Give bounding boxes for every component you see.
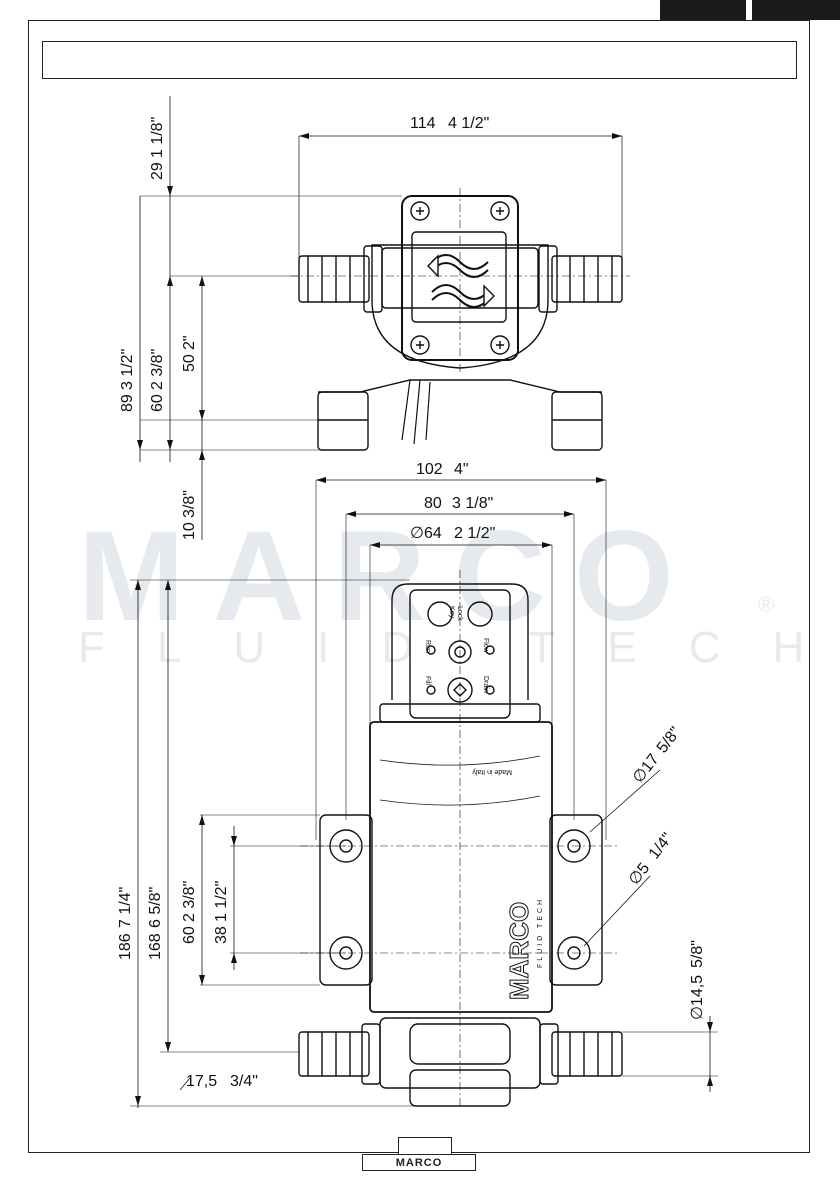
dim-89-mm: 89 bbox=[119, 394, 136, 412]
dim-5-mm: ∅5 bbox=[626, 860, 654, 889]
dim-17-5-mm: 17,5 bbox=[186, 1073, 217, 1090]
dim-50-in: 2" bbox=[181, 335, 198, 350]
dim-102-in: 4" bbox=[454, 461, 469, 478]
panel-run: Run bbox=[424, 640, 431, 653]
dim-60-mm: 60 bbox=[149, 394, 166, 412]
dim-168-in: 6 5/8" bbox=[147, 887, 164, 928]
body-brand-sub: FLUID TECH bbox=[537, 897, 544, 968]
dim-10-in: 3/8" bbox=[181, 490, 198, 518]
dim-17-mm: ∅17 bbox=[630, 751, 663, 787]
body-made-in: Made in Italy bbox=[472, 768, 512, 775]
dim-10-mm: 10 bbox=[181, 522, 198, 540]
dim-60-in: 2 3/8" bbox=[149, 349, 166, 390]
panel-flow: Flow bbox=[482, 638, 489, 654]
panel-fill: Fill bbox=[424, 676, 431, 685]
footer-logo-text: MARCO bbox=[396, 1157, 443, 1169]
dim-64-mm: ∅64 bbox=[410, 525, 442, 542]
dim-60b-mm: 60 bbox=[181, 926, 198, 944]
panel-drain: Drain bbox=[482, 676, 489, 693]
dim-114-mm: 114 bbox=[410, 115, 436, 132]
dim-17-in: 5/8" bbox=[654, 724, 685, 756]
dim-186-mm: 186 bbox=[117, 933, 134, 960]
dim-114-in: 4 1/2" bbox=[448, 115, 489, 132]
dim-64-in: 2 1/2" bbox=[454, 525, 495, 542]
dim-14-5-mm: ∅14,5 bbox=[689, 975, 706, 1020]
dim-168-mm: 168 bbox=[147, 933, 164, 960]
watermark-reg: ® bbox=[758, 592, 774, 617]
dim-186-in: 7 1/4" bbox=[117, 887, 134, 928]
top-view bbox=[137, 96, 630, 540]
dim-38-mm: 38 bbox=[213, 926, 230, 944]
dim-17-5-in: 3/4" bbox=[230, 1073, 258, 1090]
dim-29-in: 1 1/8" bbox=[149, 117, 166, 158]
dim-80-in: 3 1/8" bbox=[452, 495, 493, 512]
dim-50-mm: 50 bbox=[181, 354, 198, 372]
dim-60b-in: 2 3/8" bbox=[181, 881, 198, 922]
dim-80-mm: 80 bbox=[424, 495, 442, 512]
panel-key: Key bbox=[448, 606, 455, 619]
body-brand: MARCO bbox=[504, 902, 534, 1000]
footer-logo: MARCO bbox=[362, 1154, 476, 1171]
dim-14-5-in: 5/8" bbox=[689, 940, 706, 968]
dim-5-in: 1/4" bbox=[646, 830, 677, 862]
dim-102-mm: 102 bbox=[416, 461, 443, 478]
panel-lock: Lock bbox=[456, 606, 463, 621]
dim-29-mm: 29 bbox=[149, 162, 166, 180]
dim-38-in: 1 1/2" bbox=[213, 881, 230, 922]
dim-89-in: 3 1/2" bbox=[119, 349, 136, 390]
